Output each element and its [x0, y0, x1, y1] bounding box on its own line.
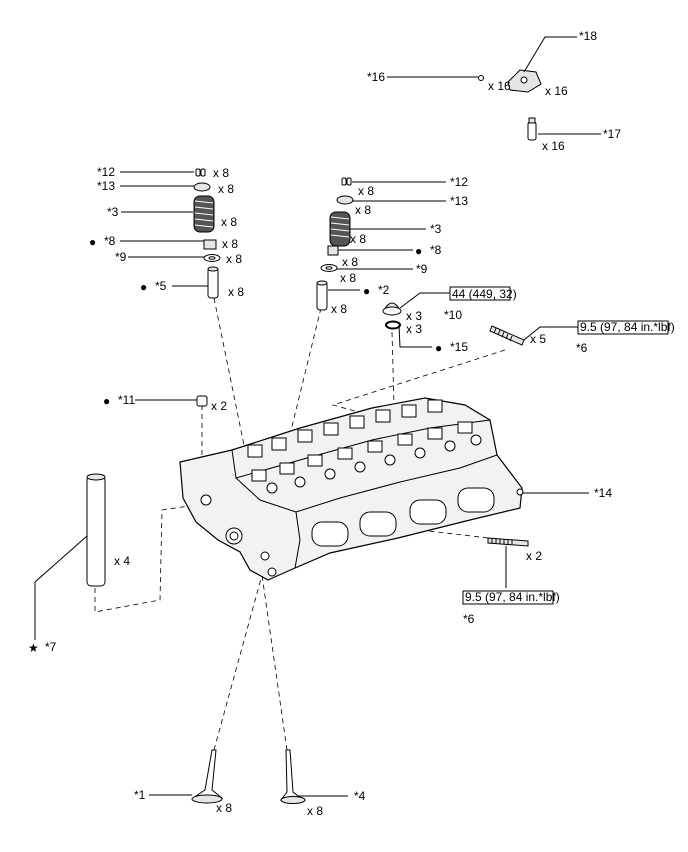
callout-3-left: *3 [107, 205, 119, 219]
callout-11: *11 [118, 393, 135, 407]
dot-marker-11: ● [103, 394, 110, 408]
callout-15: *15 [450, 340, 468, 354]
valve-keeper-right [341, 177, 352, 186]
leader-lines [34, 36, 601, 797]
spring-retainer-right [336, 195, 354, 205]
qty-8-left: x 8 [222, 237, 238, 251]
callout-3-right: *3 [430, 222, 442, 236]
callout-6-bottom: *6 [463, 612, 475, 626]
stud-bolt-17 [527, 117, 537, 141]
qty-18: x 16 [545, 84, 568, 98]
torque-spec-6a: 9.5 (97, 84 in.*lbf) [577, 320, 675, 335]
callout-13-left: *13 [97, 179, 115, 193]
oil-seal-left [203, 239, 217, 250]
exhaust-valve-4 [280, 749, 306, 804]
qty-1: x 8 [216, 801, 232, 815]
qty-11: x 2 [211, 399, 227, 413]
callout-12-left: *12 [97, 165, 115, 179]
stud-pipe-7 [86, 473, 106, 587]
qty-3-right: x 8 [350, 232, 366, 246]
qty-12-right: x 8 [358, 184, 374, 198]
small-plug-part [478, 75, 484, 81]
callout-16: *16 [367, 70, 385, 84]
torque-spec-6b: 9.5 (97, 84 in.*lbf) [462, 590, 560, 605]
qty-4: x 8 [307, 804, 323, 818]
qty-6-bottom: x 2 [526, 549, 542, 563]
compression-spring-right [329, 211, 351, 247]
quantity-labels: x 16 x 16 x 16 x 8 x 8 x 8 x 8 x 8 x 8 x… [114, 79, 568, 818]
dot-marker-2: ● [363, 284, 370, 298]
stud-bolt-6a [489, 325, 525, 346]
callout-8-left: *8 [104, 234, 116, 248]
callout-18: *18 [579, 29, 597, 43]
callout-7: *7 [45, 640, 57, 654]
callout-9-left: *9 [115, 250, 127, 264]
dot-marker-8-left: ● [89, 235, 96, 249]
qty-17: x 16 [542, 139, 565, 153]
callout-13-right: *13 [450, 194, 468, 208]
callout-1: *1 [134, 788, 146, 802]
valve-guide-bush-left [207, 267, 219, 299]
left-valve-stack [193, 168, 221, 299]
qty-7: x 4 [114, 554, 130, 568]
qty-13-left: x 8 [218, 182, 234, 196]
bracket-part [507, 69, 542, 93]
torque-text-6a: 9.5 (97, 84 in.*lbf) [580, 320, 675, 334]
callout-17: *17 [603, 127, 621, 141]
callout-5: *5 [155, 279, 167, 293]
right-valve-stack [316, 177, 354, 311]
callout-12-right: *12 [450, 175, 468, 189]
callout-9-right: *9 [416, 262, 428, 276]
callout-14: *14 [594, 486, 612, 500]
qty-5: x 8 [228, 285, 244, 299]
callout-8-right: *8 [430, 243, 442, 257]
dot-marker-5: ● [140, 280, 147, 294]
callout-labels: *16 *18 *17 *12 *13 *3 ● *8 *9 ● *5 *12 … [28, 29, 621, 803]
torque-text-6b: 9.5 (97, 84 in.*lbf) [465, 590, 560, 604]
qty-16: x 16 [488, 79, 511, 93]
qty-2: x 8 [331, 302, 347, 316]
qty-9-right: x 8 [340, 271, 356, 285]
valve-guide-bush-right [316, 281, 328, 311]
dot-marker-8-right: ● [415, 244, 422, 258]
qty-13-right: x 8 [355, 203, 371, 217]
qty-12-left: x 8 [213, 166, 229, 180]
cylinder-head [179, 397, 524, 581]
star-marker-7: ★ [28, 641, 39, 655]
valve-keeper-left [195, 168, 206, 177]
spring-retainer-left [193, 182, 211, 192]
torque-text-10: 44 (449, 32) [452, 287, 517, 301]
ring-pin-11 [196, 395, 208, 407]
qty-10: x 3 [406, 309, 422, 323]
stud-bolt-6b [487, 537, 529, 547]
compression-spring-left [193, 195, 215, 233]
dot-marker-15: ● [435, 341, 442, 355]
oil-seal-right [327, 245, 339, 256]
qty-6-right: x 5 [530, 332, 546, 346]
plug-part-10 [382, 302, 402, 316]
qty-3-left: x 8 [221, 215, 237, 229]
intake-valve-1 [191, 749, 224, 804]
callout-4: *4 [354, 789, 366, 803]
callout-10: *10 [444, 308, 462, 322]
torque-spec-10: 44 (449, 32) [449, 286, 517, 301]
callout-6-right: *6 [576, 341, 588, 355]
qty-9-left: x 8 [226, 252, 242, 266]
qty-8-right: x 8 [342, 255, 358, 269]
o-ring-15 [385, 320, 401, 330]
callout-2: *2 [378, 283, 390, 297]
qty-15: x 3 [406, 322, 422, 336]
